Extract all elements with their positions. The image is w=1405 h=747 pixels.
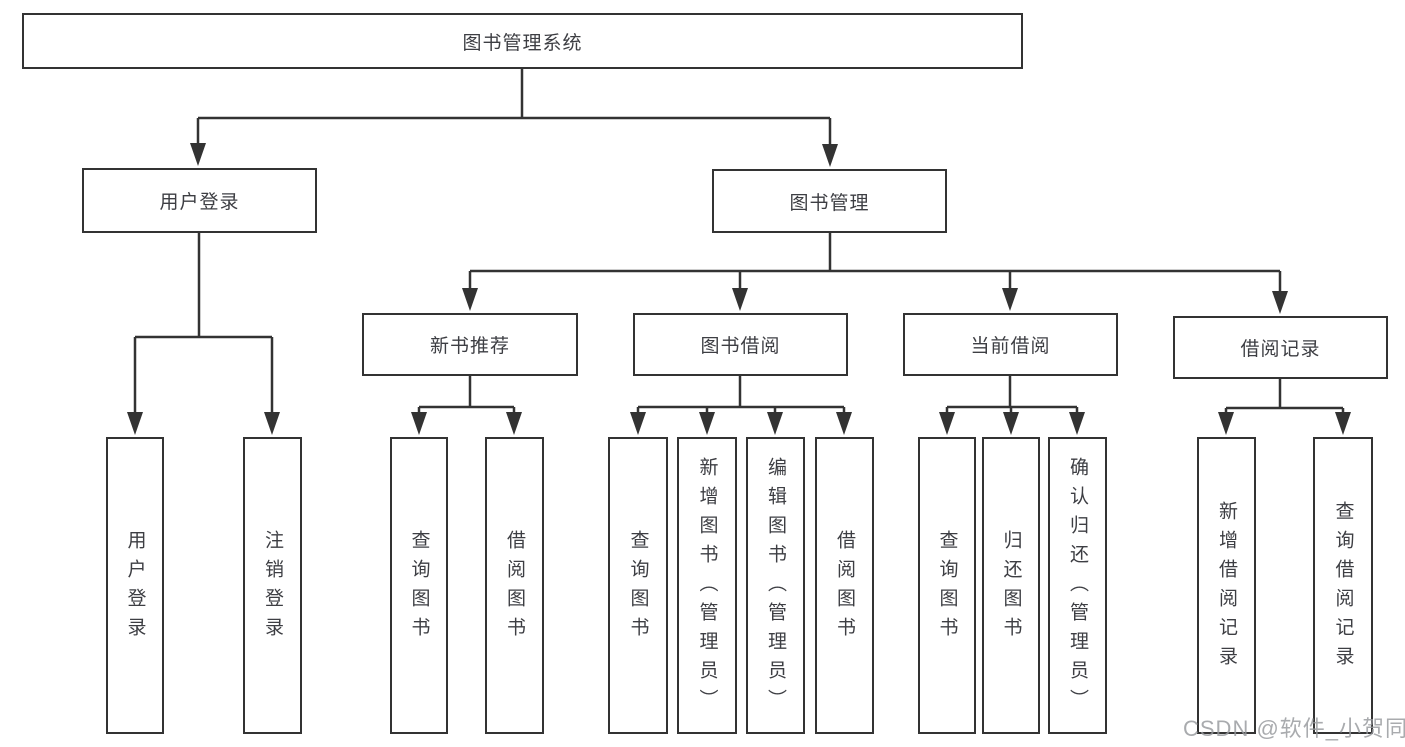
leaf-borrow-books: 借阅图书 [815,437,874,734]
arrowheads [127,143,1351,435]
node-root: 图书管理系统 [22,13,1023,69]
leaf-add-books-admin: 新增图书（管理员） [677,437,737,734]
leaf-return-books: 归还图书 [982,437,1040,734]
leaf-query-books-recommend: 查询图书 [390,437,448,734]
leaf-query-books-borrow: 查询图书 [608,437,668,734]
leaf-query-borrow-record: 查询借阅记录 [1313,437,1373,734]
leaf-logout-login: 注销登录 [243,437,302,734]
csdn-watermark: CSDN @软件_小贺同学 [1183,716,1405,741]
node-book-management: 图书管理 [712,169,947,233]
leaf-user-login: 用户登录 [106,437,164,734]
leaf-edit-books-admin: 编辑图书（管理员） [746,437,805,734]
leaf-borrow-books-recommend: 借阅图书 [485,437,544,734]
node-borrow-records: 借阅记录 [1173,316,1388,379]
node-new-book-recommend: 新书推荐 [362,313,578,376]
leaf-add-borrow-record: 新增借阅记录 [1197,437,1256,734]
node-user-login: 用户登录 [82,168,317,233]
leaf-confirm-return-admin: 确认归还（管理员） [1048,437,1107,734]
node-book-borrow: 图书借阅 [633,313,848,376]
node-current-borrow: 当前借阅 [903,313,1118,376]
leaf-query-books-current: 查询图书 [918,437,976,734]
